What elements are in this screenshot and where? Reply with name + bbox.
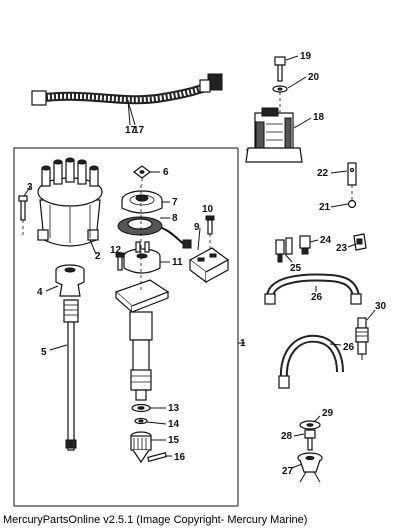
part-10-screw <box>205 215 215 235</box>
callout-13: 13 <box>168 403 180 414</box>
part-2-distributor-cap <box>37 157 103 247</box>
part-18-ignition-coil <box>245 107 303 163</box>
callout-3: 3 <box>27 182 33 193</box>
callout-9: 9 <box>194 222 200 233</box>
part-14-washer <box>134 417 148 425</box>
part-28-bolt <box>304 429 316 451</box>
callout-16: 16 <box>174 452 186 463</box>
part-16-roll-pin <box>147 452 167 462</box>
callout-20: 20 <box>308 72 320 83</box>
distributor-housing <box>114 185 170 401</box>
callout-10: 10 <box>202 204 214 215</box>
callout-26b: 26 <box>343 342 355 353</box>
copyright-caption: MercuryPartsOnline v2.5.1 (Image Copyrig… <box>3 514 308 526</box>
leader-5 <box>49 344 68 351</box>
callout-5: 5 <box>41 347 47 358</box>
leader-18 <box>293 117 312 129</box>
part-4-clamp <box>55 264 85 297</box>
callout-8: 8 <box>172 213 178 224</box>
callout-labels: 1 2 3 4 5 6 7 8 9 10 11 12 13 14 15 16 1… <box>27 51 387 477</box>
callout-7: 7 <box>172 197 178 208</box>
part-13-washer <box>131 403 151 413</box>
callout-28: 28 <box>281 431 293 442</box>
part-27-clamp <box>297 452 323 483</box>
leader-22 <box>330 170 348 174</box>
leader-25 <box>284 253 293 263</box>
callout-21: 21 <box>319 202 331 213</box>
callout-17b: 17 <box>133 125 145 136</box>
part-9-module <box>188 247 230 284</box>
leader-29 <box>313 415 321 423</box>
callout-2: 2 <box>95 251 101 262</box>
callout-23: 23 <box>336 243 348 254</box>
part-24-clip <box>299 235 311 255</box>
callout-26a: 26 <box>311 292 323 303</box>
callout-4: 4 <box>37 287 43 298</box>
part-22-bracket <box>347 162 357 186</box>
callout-14: 14 <box>168 419 180 430</box>
part-17-wire-harness <box>31 73 223 106</box>
callout-17a: 17 <box>125 125 137 136</box>
part-29-washer <box>299 420 321 430</box>
leader-19 <box>285 55 299 61</box>
leader-27 <box>291 463 303 469</box>
callout-25: 25 <box>290 263 302 274</box>
leader-9 <box>197 227 201 251</box>
leader-28 <box>293 433 305 437</box>
leader-23 <box>347 243 357 248</box>
leader-4 <box>45 285 59 292</box>
leader-21 <box>330 203 349 208</box>
leader-24 <box>309 239 319 243</box>
part-26-wire-upper <box>264 273 362 305</box>
callout-24: 24 <box>320 235 332 246</box>
part-12-screw <box>115 252 125 271</box>
leader-17a <box>127 99 131 126</box>
callout-29: 29 <box>322 408 334 419</box>
group-bracket-box <box>13 147 238 507</box>
part-7-rotor <box>121 190 163 214</box>
leader-26b <box>329 343 342 346</box>
callout-6: 6 <box>163 167 169 178</box>
leader-20 <box>287 76 307 89</box>
part-5-shaft <box>63 299 79 451</box>
callout-22: 22 <box>317 168 329 179</box>
part-11-pole-piece <box>123 241 161 274</box>
part-19-bolt <box>274 56 286 82</box>
callout-18: 18 <box>313 112 325 123</box>
leader-12 <box>117 251 121 255</box>
callout-19: 19 <box>300 51 312 62</box>
leader-2 <box>89 239 97 255</box>
part-25-clip <box>275 237 293 263</box>
leader-3 <box>23 186 31 197</box>
callout-15: 15 <box>168 435 180 446</box>
part-6-gasket <box>133 165 151 179</box>
callout-27: 27 <box>282 466 294 477</box>
leader-30 <box>366 309 376 321</box>
part-8-pickup-coil <box>117 216 192 249</box>
part-3-screw <box>18 195 28 221</box>
callout-12: 12 <box>110 245 122 256</box>
part-21-screw <box>347 199 357 209</box>
part-26-wire-lower <box>278 334 344 389</box>
leader-17b <box>127 100 136 126</box>
part-20-washer <box>272 85 288 93</box>
callout-1: 1 <box>240 338 246 349</box>
callout-11: 11 <box>172 257 183 268</box>
callout-30: 30 <box>375 301 387 312</box>
part-30-spark-plug <box>355 317 369 360</box>
part-23-clip <box>353 233 367 251</box>
part-15-drive-gear <box>130 431 152 464</box>
leader-14 <box>146 421 167 425</box>
